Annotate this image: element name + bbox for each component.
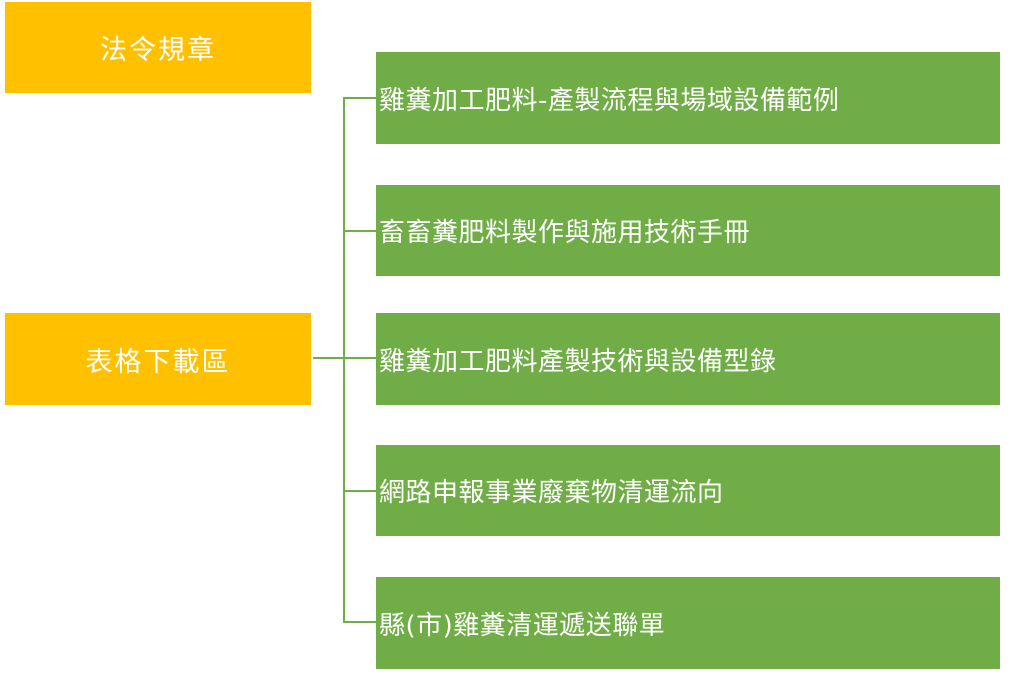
connector-branch-1: [343, 97, 376, 99]
item-label: 雞糞加工肥料產製技術與設備型錄: [379, 346, 777, 377]
item-online-waste-reporting[interactable]: 網路申報事業廢棄物清運流向: [376, 445, 1000, 536]
item-chicken-manure-equipment-catalog[interactable]: 雞糞加工肥料產製技術與設備型錄: [376, 313, 1000, 405]
item-label: 雞糞加工肥料-產製流程與場域設備範例: [379, 85, 840, 116]
item-livestock-manure-handbook[interactable]: 畜畜糞肥料製作與施用技術手冊: [376, 185, 1000, 276]
connector-vertical: [343, 97, 345, 623]
connector-branch-5: [343, 621, 376, 623]
category-label: 表格下載區: [85, 346, 231, 378]
item-label: 畜畜糞肥料製作與施用技術手冊: [379, 218, 751, 248]
item-chicken-manure-process-examples[interactable]: 雞糞加工肥料-產製流程與場域設備範例: [376, 52, 1000, 144]
category-label: 法令規章: [100, 35, 216, 66]
connector-branch-4: [343, 490, 376, 492]
item-label: 縣(市)雞糞清運遞送聯單: [379, 610, 666, 641]
category-laws-regulations[interactable]: 法令規章: [5, 2, 311, 93]
connector-branch-2: [343, 230, 376, 232]
item-county-manure-transport-manifest[interactable]: 縣(市)雞糞清運遞送聯單: [376, 577, 1000, 669]
category-form-downloads[interactable]: 表格下載區: [5, 313, 311, 405]
item-label: 網路申報事業廢棄物清運流向: [379, 478, 724, 508]
